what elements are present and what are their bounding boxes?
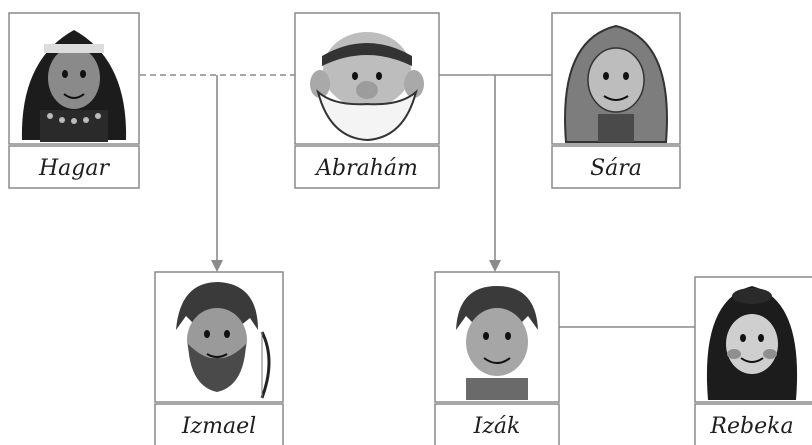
young-man-portrait-icon	[456, 286, 538, 400]
person-card-hagar[interactable]: Hagar	[8, 12, 140, 189]
name-label-rebeka: Rebeka	[709, 414, 793, 439]
name-label-hagar: Hagar	[38, 156, 111, 181]
person-card-izmael[interactable]: Izmael	[154, 271, 284, 445]
person-card-rebeka[interactable]: Rebeka	[694, 276, 812, 445]
young-woman-portrait-icon	[706, 286, 798, 400]
name-label-izak: Izák	[473, 414, 521, 439]
woman-headdress-portrait-icon	[21, 30, 127, 142]
connectors	[140, 74, 695, 328]
izmael-arrow-icon	[211, 260, 223, 272]
name-label-sara: Sára	[590, 156, 642, 181]
name-label-izmael: Izmael	[181, 414, 256, 439]
person-card-sara[interactable]: Sára	[551, 12, 681, 189]
name-label-abraham: Abrahám	[314, 156, 418, 181]
person-card-izak[interactable]: Izák	[434, 271, 560, 445]
bearded-man-with-bow-portrait-icon	[176, 282, 271, 399]
old-woman-hooded-portrait-icon	[564, 24, 668, 143]
izak-arrow-icon	[489, 260, 501, 272]
old-man-white-beard-portrait-icon	[310, 32, 424, 142]
person-card-abraham[interactable]: Abrahám	[294, 12, 440, 189]
